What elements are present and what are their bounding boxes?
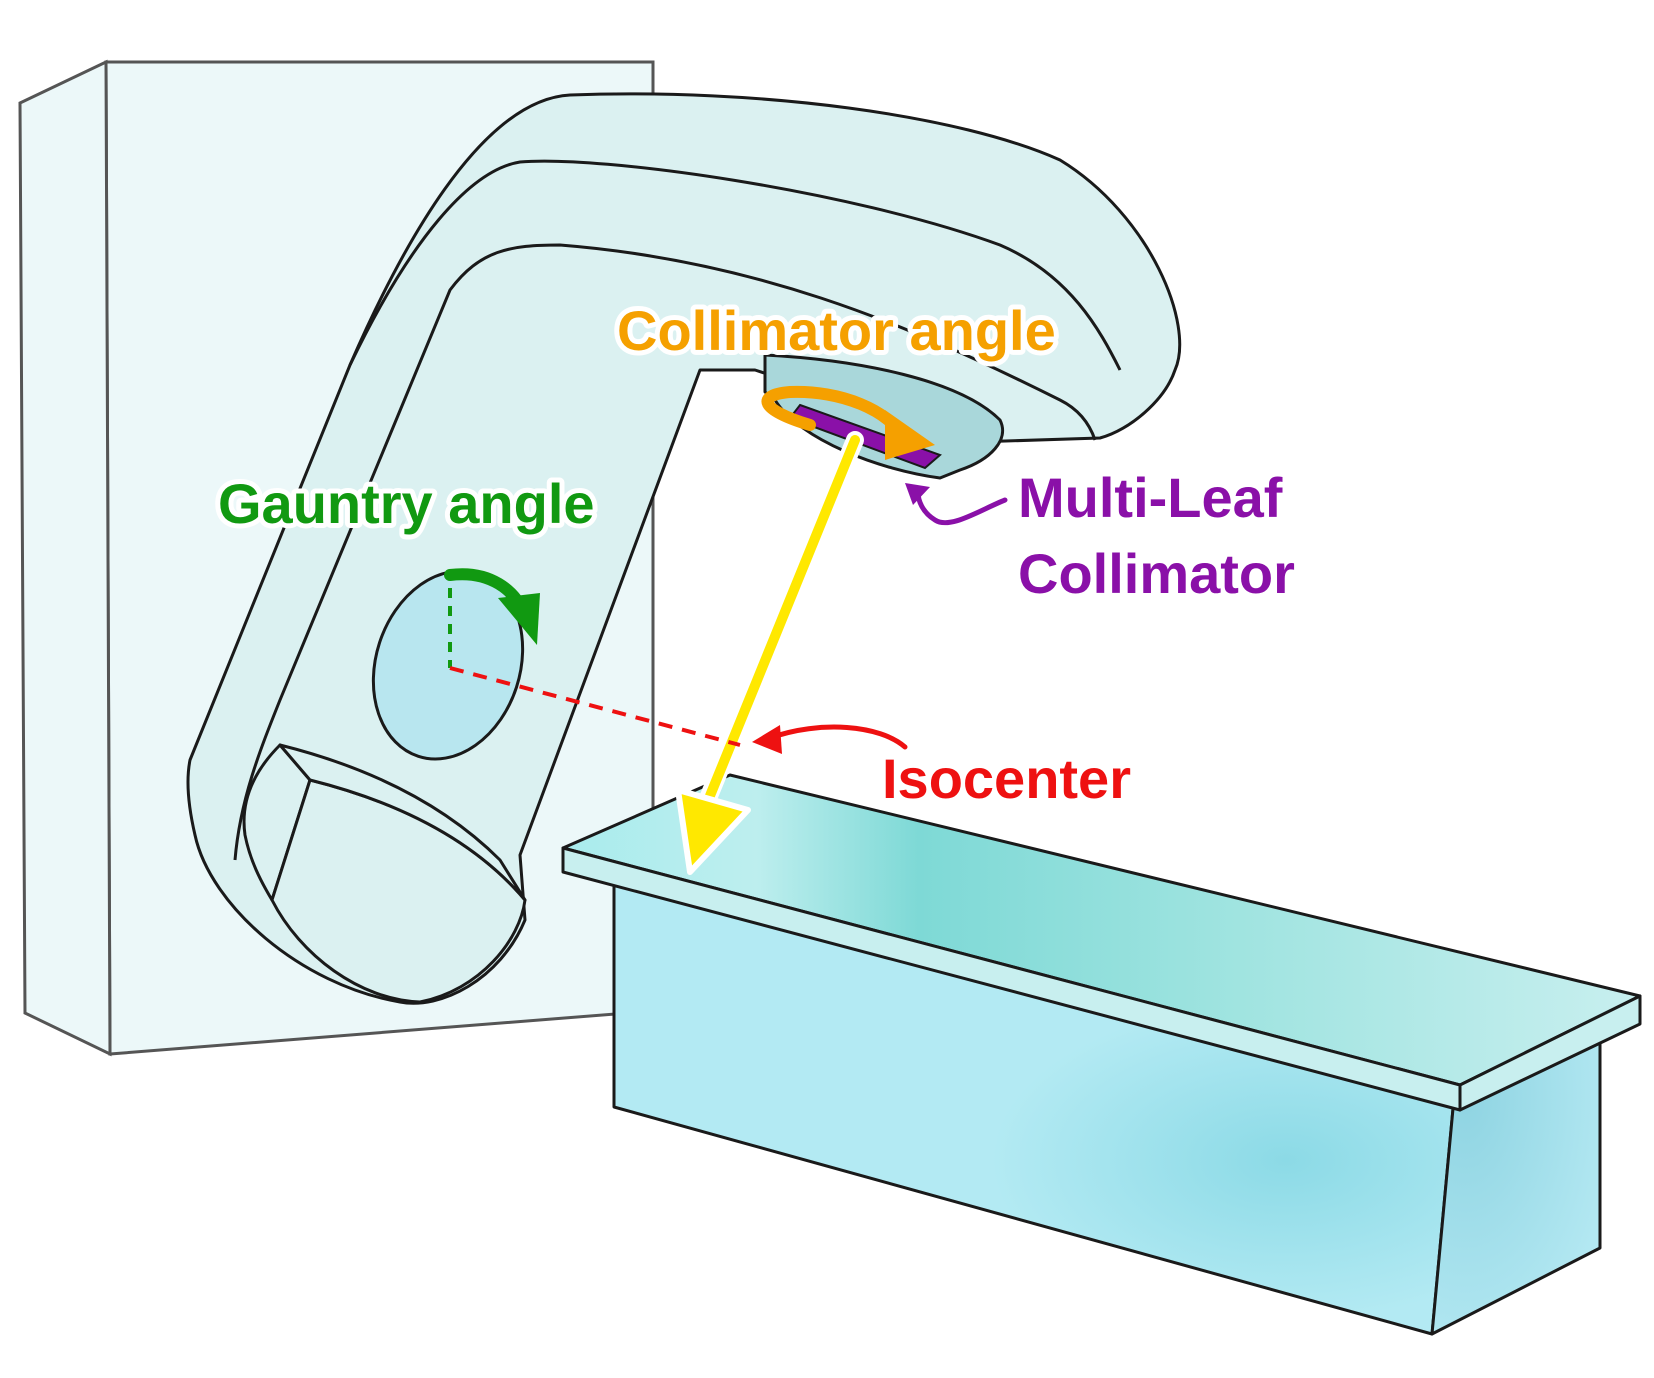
collimator-angle-arrow — [761, 385, 935, 460]
isocenter-label: Isocenter — [882, 747, 1131, 810]
isocenter-pointer-curve — [767, 724, 908, 750]
mlc-pointer-head — [905, 483, 930, 505]
isocenter-axis-dashed-line — [449, 666, 741, 747]
stand-side-face — [18, 59, 112, 1057]
isocenter-pointer-head — [752, 725, 782, 754]
collimator-angle-label: Collimator angle — [617, 299, 1056, 362]
collimator-arc — [761, 385, 911, 446]
gantry-head-bevel — [242, 743, 312, 902]
gantry-angle-indicator — [444, 568, 540, 668]
isocenter-pointer-arrow — [752, 724, 908, 754]
beam-arrowhead — [675, 787, 751, 875]
couch-top-end-edge — [1458, 994, 1642, 1112]
mlc-pointer-arrow — [905, 483, 1008, 526]
radiation-beam-arrow — [675, 431, 864, 875]
gantry-head-top — [278, 743, 527, 902]
gantry-arm-inner-edge-2 — [233, 243, 1097, 861]
gantry-angle-label: Gauntry angle — [218, 472, 595, 535]
collimator-arrowhead — [885, 410, 935, 460]
mlc-label-line2: Collimator — [1018, 542, 1295, 605]
mlc-label-line1: Multi-Leaf — [1018, 466, 1283, 529]
treatment-couch — [561, 773, 1642, 1336]
beam-shaft — [700, 435, 860, 813]
mlc-pointer-curve — [915, 489, 1008, 526]
gantry-angle-arrowhead — [498, 593, 540, 645]
gantry-arm-inner-edge — [348, 159, 1122, 371]
